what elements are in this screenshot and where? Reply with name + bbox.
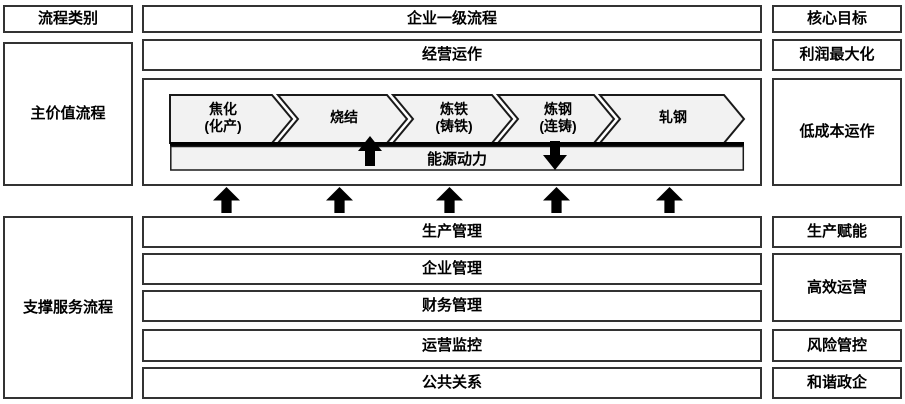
chevron-flow-container: 焦化 (化产) 烧结 炼铁 (铸铁) 炼钢 (连铸) 轧钢 能源动力 — [142, 78, 762, 186]
goal-government-harmony: 和谐政企 — [772, 367, 902, 399]
support-up-arrow-icon — [213, 187, 240, 213]
row-business-operation: 经营运作 — [142, 39, 762, 71]
chevron-step-label: 轧钢 — [659, 109, 687, 126]
header-enterprise-level1-process: 企业一级流程 — [142, 5, 762, 33]
header-process-category: 流程类别 — [3, 5, 133, 33]
chevron-step-label: 焦化 — [209, 100, 237, 117]
goal-production-enablement: 生产赋能 — [772, 216, 902, 248]
chevron-step-coking: 焦化 (化产) — [170, 93, 276, 143]
support-up-arrow-icon — [543, 187, 570, 213]
row-public-relations: 公共关系 — [142, 367, 762, 399]
goal-profit-maximization: 利润最大化 — [772, 39, 902, 71]
chevron-step-label: 烧结 — [330, 109, 358, 126]
chevron-step-sintering: 烧结 — [298, 93, 390, 143]
goal-risk-control: 风险管控 — [772, 329, 902, 362]
chevron-step-label: (化产) — [204, 118, 242, 134]
category-main-value-process: 主价值流程 — [3, 42, 133, 186]
goal-efficient-operation: 高效运营 — [772, 253, 902, 322]
support-up-arrow-icon — [436, 187, 463, 213]
row-enterprise-management: 企业管理 — [142, 253, 762, 285]
row-operation-monitoring: 运营监控 — [142, 329, 762, 362]
goal-low-cost-operation: 低成本运作 — [772, 78, 902, 186]
energy-power-label: 能源动力 — [426, 150, 487, 168]
category-support-service-process: 支撑服务流程 — [3, 216, 133, 399]
energy-down-arrow-icon — [543, 141, 567, 170]
row-financial-management: 财务管理 — [142, 290, 762, 322]
chevron-step-label: 炼铁 — [440, 100, 468, 117]
chevron-step-label: (铸铁) — [435, 118, 473, 134]
chevron-shape-coking — [169, 94, 294, 144]
support-up-arrow-icon — [326, 187, 353, 213]
chevron-step-label: 炼钢 — [544, 100, 572, 117]
header-core-goals: 核心目标 — [772, 5, 902, 33]
energy-bar-top-line — [170, 142, 744, 147]
support-up-arrow-icon — [656, 187, 683, 213]
chevron-step-ironmaking: 炼铁 (铸铁) — [413, 93, 495, 143]
process-chain-graphic — [169, 94, 746, 171]
chevron-step-rolling: 轧钢 — [620, 93, 726, 143]
chevron-step-label: (连铸) — [539, 118, 577, 134]
chevron-step-steelmaking: 炼钢 (连铸) — [518, 93, 598, 143]
energy-up-arrow-icon — [358, 136, 382, 166]
energy-power-bar — [170, 145, 745, 171]
row-production-management: 生产管理 — [142, 216, 762, 248]
